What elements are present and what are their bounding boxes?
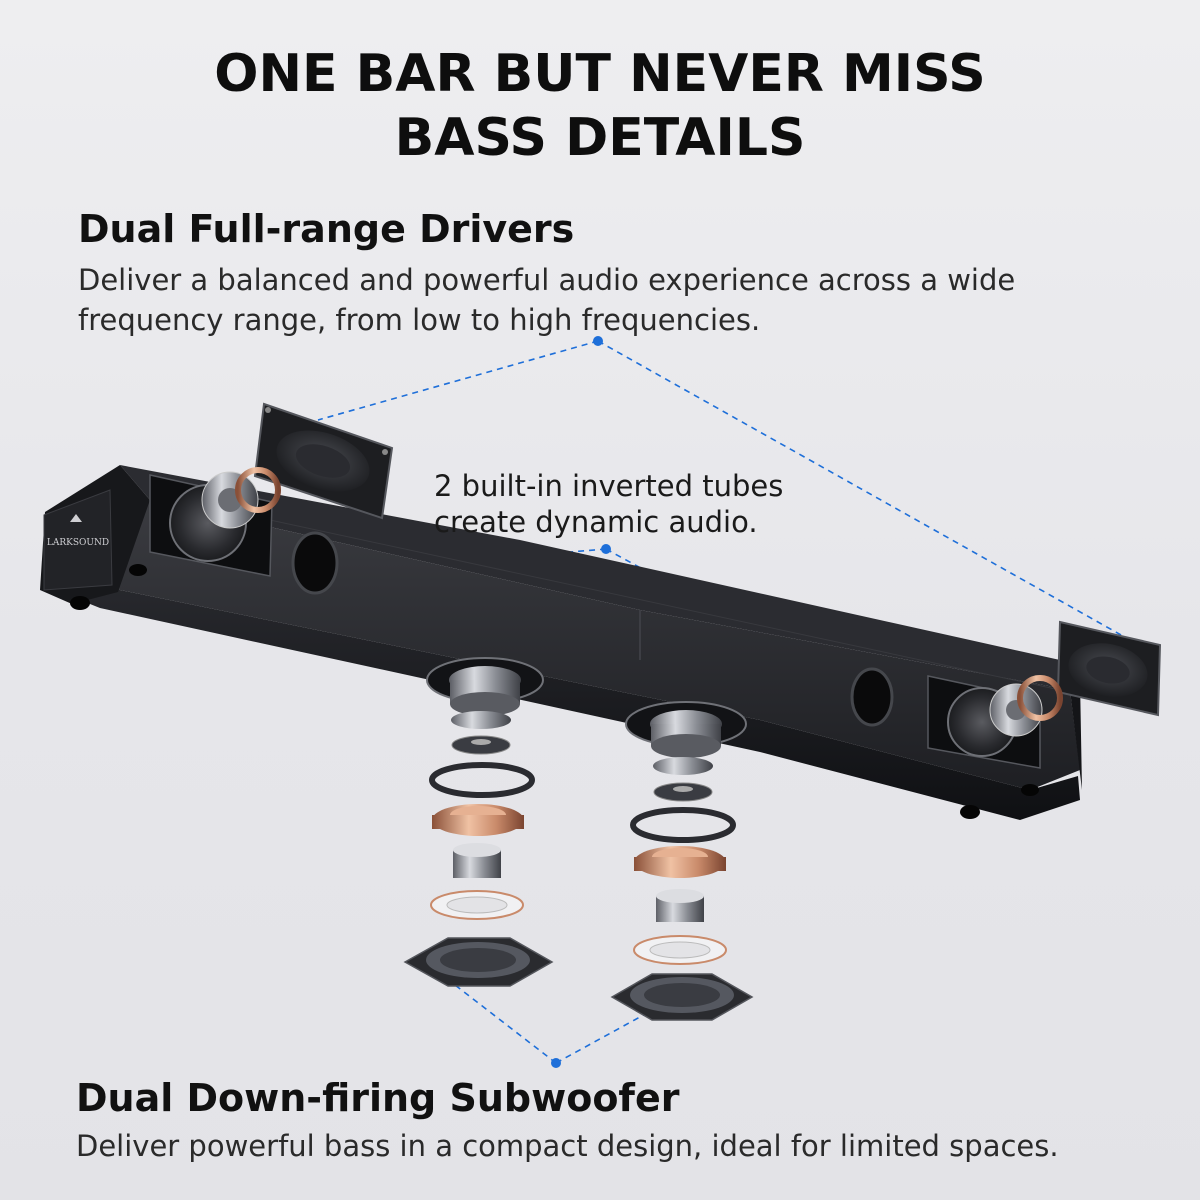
callout-dot [551, 1058, 561, 1068]
right-subwoofer-stack [610, 701, 754, 1021]
headline: ONE BAR BUT NEVER MISS BASS DETAILS [0, 42, 1200, 170]
drivers-description: Deliver a balanced and powerful audio ex… [78, 263, 1016, 337]
left-subwoofer-stack [403, 657, 554, 987]
tubes-callout-line-1: 2 built-in inverted tubes [434, 469, 784, 503]
soundbar-body [40, 465, 1082, 820]
left-full-range-driver [201, 402, 394, 529]
logo-text: LARKSOUND [47, 538, 109, 548]
subwoofer-description: Deliver powerful bass in a compact desig… [76, 1129, 1059, 1163]
tubes-callout: 2 built-in inverted tubes create dynamic… [434, 468, 783, 540]
right-tube-port [850, 667, 894, 727]
subwoofer-title: Dual Down-firing Subwoofer [76, 1076, 680, 1120]
headline-line-2: BASS DETAILS [394, 108, 806, 168]
tubes-callout-line-2: create dynamic audio. [434, 505, 758, 539]
drivers-title: Dual Full-range Drivers [78, 207, 575, 251]
callout-dot [601, 544, 611, 554]
right-full-range-driver [989, 620, 1162, 737]
callout-dot [593, 336, 603, 346]
left-tube-port [291, 531, 339, 595]
headline-line-1: ONE BAR BUT NEVER MISS [214, 44, 986, 104]
brand-logo: LARKSOUND [47, 514, 109, 548]
